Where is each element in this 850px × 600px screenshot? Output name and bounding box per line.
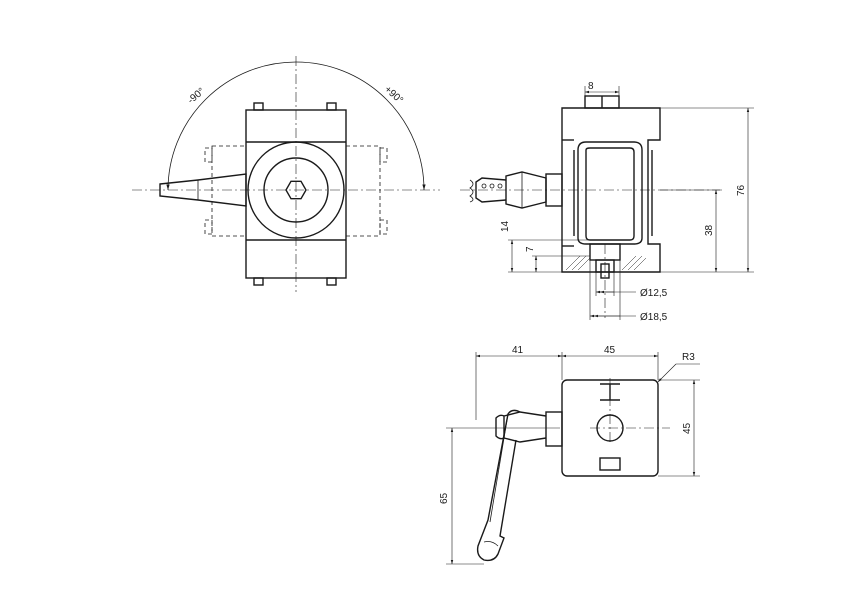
section-hatch (565, 255, 647, 271)
svg-text:8: 8 (588, 81, 594, 92)
svg-text:65: 65 (439, 492, 450, 504)
svg-text:7: 7 (525, 246, 536, 252)
hex-socket-icon (285, 180, 307, 200)
dimension-diameter-12-5: Ø12,5 (595, 272, 668, 299)
dimension-65: 65 (439, 427, 560, 565)
dimension-45-width: 45 (562, 345, 659, 380)
dimension-38: 38 (660, 189, 722, 272)
angle-label-positive: +90° (382, 84, 405, 106)
dimension-45-height: 45 (658, 379, 700, 477)
side-body (561, 95, 661, 279)
dimension-8: 8 (584, 81, 620, 96)
top-lever (476, 409, 563, 562)
svg-text:Ø18,5: Ø18,5 (640, 312, 668, 323)
front-view: -90° +90° (132, 56, 440, 292)
svg-text:45: 45 (682, 422, 693, 434)
svg-text:14: 14 (500, 220, 511, 232)
svg-text:45: 45 (604, 345, 616, 356)
svg-text:R3: R3 (682, 352, 695, 363)
dimension-diameter-18-5: Ø18,5 (589, 260, 668, 323)
svg-text:76: 76 (736, 184, 747, 196)
dimension-76: 76 (660, 107, 754, 273)
dimension-r3: R3 (657, 352, 700, 383)
front-handle (159, 173, 247, 207)
side-view: 8 76 38 14 7 (460, 81, 754, 323)
side-handle (469, 171, 563, 209)
front-clamp-disc (247, 141, 345, 239)
dimension-7: 7 (525, 246, 590, 272)
svg-text:41: 41 (512, 345, 524, 356)
dimension-14: 14 (500, 220, 590, 273)
top-block (561, 378, 670, 477)
top-view: 41 45 R3 45 65 (439, 345, 700, 565)
svg-text:38: 38 (704, 224, 715, 236)
dimension-41: 41 (475, 345, 563, 420)
front-body (245, 102, 347, 286)
svg-text:Ø12,5: Ø12,5 (640, 288, 668, 299)
angle-label-negative: -90° (186, 86, 207, 106)
